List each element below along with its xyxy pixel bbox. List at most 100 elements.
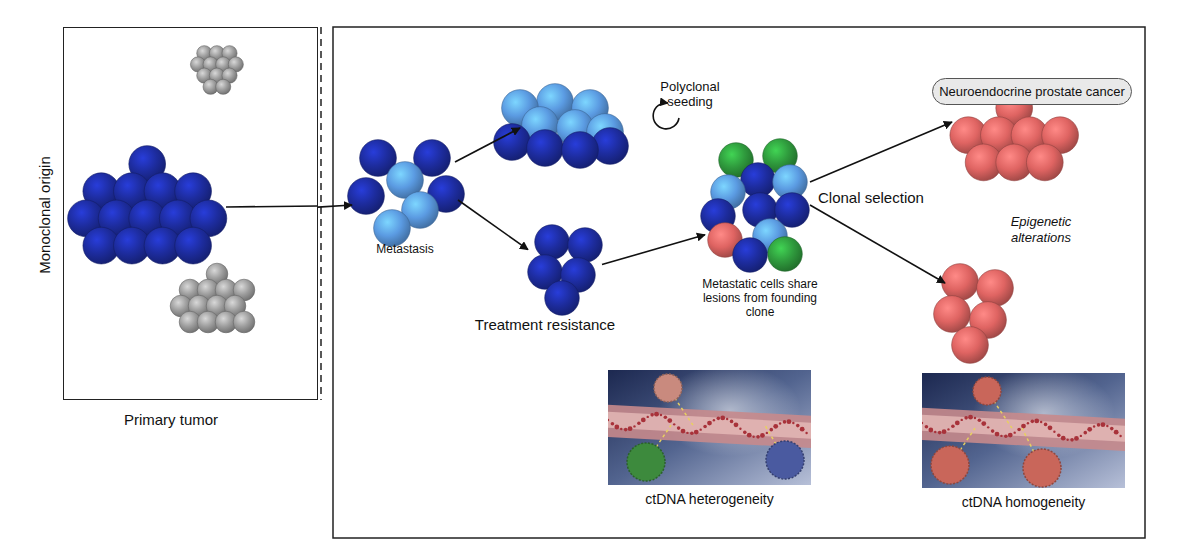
flow-arrow	[318, 205, 352, 207]
blood-particle	[726, 418, 728, 420]
blood-particle	[717, 417, 721, 421]
blood-particle	[633, 425, 635, 427]
blood-particle	[1004, 434, 1008, 438]
blood-particle	[1083, 431, 1087, 435]
tumor-cell	[494, 124, 531, 161]
blood-particle	[955, 421, 960, 426]
blood-particle	[787, 419, 792, 424]
blood-particle	[934, 431, 936, 433]
blood-particle	[760, 433, 765, 438]
image-panel: ctDNA homogeneity	[922, 373, 1125, 488]
blood-particle	[792, 422, 794, 424]
blood-particle	[1066, 439, 1068, 441]
tumor-cell	[535, 225, 570, 260]
cell-cluster-node: Metastasis	[352, 140, 458, 240]
layout-arrow	[455, 128, 520, 162]
axis-label: Monoclonal origin	[36, 156, 54, 274]
blood-particle	[1021, 424, 1026, 429]
layout-arrow	[810, 205, 945, 283]
blood-particle	[713, 419, 715, 421]
cell-cluster	[68, 146, 227, 264]
blood-particle	[707, 421, 712, 426]
blood-particle	[1017, 428, 1021, 432]
blood-particle	[796, 424, 800, 428]
circulating-cell	[766, 441, 804, 479]
blood-particle	[991, 429, 995, 433]
blood-particle	[739, 427, 741, 429]
blood-particle	[1119, 435, 1121, 437]
blood-particle	[1097, 423, 1101, 427]
blood-particle	[667, 418, 672, 423]
blood-particle	[1040, 421, 1042, 423]
blood-particle	[620, 428, 622, 430]
vessel-lumen	[608, 411, 811, 439]
tumor-cell	[216, 79, 231, 94]
blood-particles	[922, 415, 1122, 442]
blood-particle	[730, 420, 734, 424]
blood-particle	[1106, 425, 1108, 427]
blood-particle	[664, 415, 668, 419]
image-panel: ctDNA heterogeneity	[608, 370, 811, 485]
note-label: Epigenetic alterations	[995, 214, 1087, 245]
circulating-cell	[654, 374, 682, 402]
node-text: Metastatic cells share lesions from foun…	[700, 278, 820, 319]
blood-particle	[1057, 434, 1061, 438]
blood-particle	[922, 422, 923, 424]
blood-particle	[987, 426, 989, 428]
blood-particle	[694, 430, 699, 435]
blood-particle	[1053, 430, 1055, 432]
tumor-cell	[545, 281, 580, 316]
blood-particle	[1110, 427, 1114, 431]
tumor-cell	[934, 296, 971, 333]
blood-particle	[1061, 436, 1066, 441]
blood-particle	[1080, 435, 1082, 437]
blood-particle	[681, 429, 686, 434]
blood-particle	[1027, 422, 1029, 424]
tumor-cell	[768, 237, 803, 272]
blood-particle	[1114, 430, 1119, 435]
cell-cluster-node: Treatment resistance	[528, 225, 602, 313]
node-text: Metastasis	[355, 243, 455, 257]
tumor-cell	[527, 130, 564, 167]
blood-particle	[805, 432, 807, 434]
blood-particle	[720, 416, 725, 421]
cell-clusters	[68, 46, 1079, 364]
right-panel	[333, 27, 1145, 538]
layout-arrow	[810, 122, 952, 182]
ctdna-illustrations	[603, 364, 1130, 488]
blood-particle	[641, 418, 646, 423]
blood-particle	[942, 429, 947, 434]
bloodstream-illustration	[608, 370, 811, 485]
blood-particle	[608, 419, 609, 421]
blood-particle	[951, 424, 955, 428]
blood-particle	[947, 428, 949, 430]
tumor-cell	[952, 327, 989, 364]
blood-particle	[686, 432, 688, 434]
blood-particle	[752, 436, 754, 438]
blood-particle	[734, 422, 739, 427]
blood-particle	[756, 435, 760, 439]
blood-particle	[690, 431, 694, 435]
blood-particle	[961, 419, 963, 421]
blood-particle	[974, 417, 976, 419]
tumor-cell	[1026, 144, 1063, 181]
blood-particle	[624, 428, 628, 432]
blood-particle	[773, 424, 778, 429]
blood-particle	[1048, 425, 1053, 430]
circulating-cell	[627, 443, 665, 481]
blood-particle	[978, 418, 982, 422]
bloodstream-illustration	[922, 373, 1125, 488]
arrow-tail	[226, 206, 318, 207]
blood-vessel	[922, 408, 1125, 452]
tumor-cell	[175, 227, 212, 264]
process-label: Clonal selection	[818, 189, 978, 207]
blood-particle	[1013, 431, 1015, 433]
circulating-cell	[931, 446, 969, 484]
vessel-lumen	[922, 414, 1125, 442]
blood-particle	[1087, 427, 1092, 432]
tumor-cell	[977, 270, 1014, 307]
panel-box: Primary tumor	[63, 27, 318, 400]
blood-particle	[769, 428, 773, 432]
